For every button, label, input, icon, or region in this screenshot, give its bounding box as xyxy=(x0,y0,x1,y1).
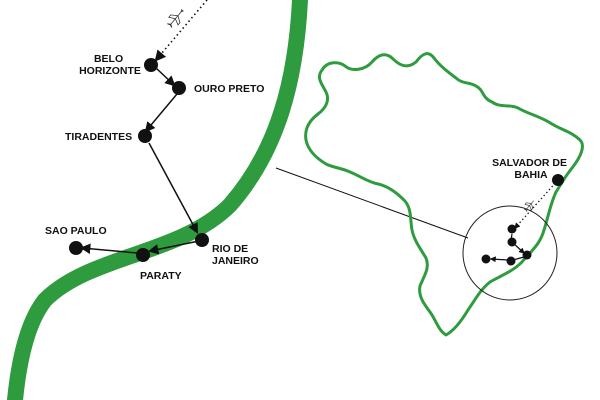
mini-marker xyxy=(507,237,517,247)
city-label-salvador-de-bahia: SALVADOR DE BAHIA xyxy=(492,157,570,181)
city-marker-sao-paulo xyxy=(69,241,83,255)
city-label-ouro-preto: OURO PRETO xyxy=(194,83,264,95)
mini-route-leg xyxy=(489,256,509,263)
mini-marker xyxy=(522,250,532,260)
mini-marker xyxy=(506,256,516,266)
mini-marker xyxy=(507,224,517,234)
coastline-band xyxy=(7,0,308,400)
route-leg xyxy=(147,240,200,255)
city-label-paraty: PARATY xyxy=(140,270,182,282)
brazil-outline xyxy=(304,52,584,337)
route-leg xyxy=(155,67,176,87)
city-marker-rio-de-janeiro xyxy=(195,233,209,247)
city-label-tiradentes: TIRADENTES xyxy=(65,131,132,143)
city-marker-tiradentes xyxy=(138,129,152,143)
route-leg xyxy=(144,93,178,133)
flight-path xyxy=(154,0,208,62)
route-leg xyxy=(148,142,198,234)
city-label-belo-horizonte: BELO HORIZONTE xyxy=(79,53,141,77)
mini-flight-path xyxy=(514,179,559,229)
mini-marker-salvador-de-bahia xyxy=(552,174,564,186)
city-marker-belo-horizonte xyxy=(144,58,158,72)
mini-marker xyxy=(481,254,491,264)
airplane-icon xyxy=(167,8,184,28)
city-label-rio-de-janeiro: RIO DE JANEIRO xyxy=(212,243,259,267)
city-label-sao-paulo: SAO PAULO xyxy=(45,225,107,237)
zoom-connector-line xyxy=(275,167,469,239)
city-marker-ouro-preto xyxy=(172,81,186,95)
route-leg xyxy=(79,243,138,254)
mini-airplane-icon xyxy=(523,200,534,212)
zoom-circle xyxy=(462,205,558,301)
city-marker-paraty xyxy=(136,248,150,262)
